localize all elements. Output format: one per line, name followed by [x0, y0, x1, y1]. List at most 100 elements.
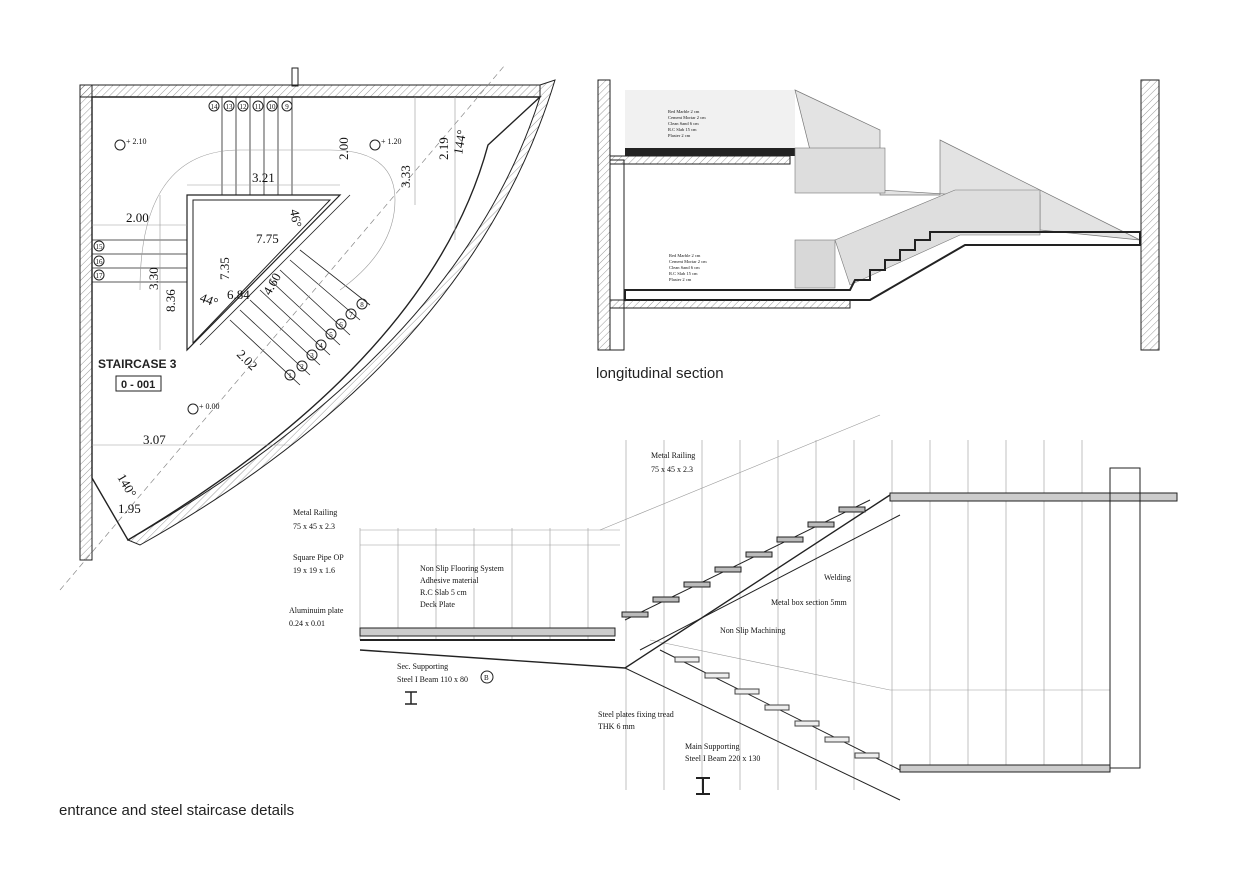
railing-rail	[649, 639, 891, 691]
step-marker: 1	[284, 369, 296, 381]
railing-grid	[359, 414, 1110, 790]
layer-label: R.C Slab 15 cm	[669, 271, 698, 276]
dimension: 3.30	[146, 267, 161, 290]
stair-void	[186, 194, 342, 352]
straight-flights	[92, 97, 293, 283]
label: Metal Railing	[651, 451, 695, 460]
dimension: 3.07	[143, 432, 166, 447]
angle: 140°	[114, 471, 139, 500]
walking-line	[139, 149, 396, 291]
layer-label: Red Marble 2 cm	[669, 253, 701, 258]
dimension: 2.19	[436, 137, 451, 160]
tread	[621, 611, 649, 618]
label: Sec. Supporting	[397, 662, 448, 671]
detail-caption: entrance and steel staircase details	[59, 802, 294, 819]
layer-label: Red Marble 2 cm	[668, 109, 700, 114]
dimension: 7.35	[217, 257, 232, 280]
label: 0.24 x 0.01	[289, 619, 325, 628]
layer-label: Cement Mortar 2 cm	[668, 115, 706, 120]
step-marker: 7	[345, 308, 357, 320]
tread	[683, 581, 711, 588]
step-marker: 5	[325, 328, 337, 340]
step-marker: 3	[306, 349, 318, 361]
step-marker: 12	[237, 100, 249, 112]
dimension: 7.75	[256, 231, 279, 246]
entrance-slab	[359, 627, 616, 637]
label: 75 x 45 x 2.3	[651, 465, 693, 474]
level-markers: + 2.10 + 1.20 + 0.00	[114, 137, 402, 415]
diagonal-flight	[199, 194, 371, 386]
longitudinal-section: Red Marble 2 cm Cement Mortar 2 cm Clean…	[596, 79, 1160, 382]
label: Non Slip Machining	[720, 626, 785, 635]
stringers	[624, 499, 901, 801]
angle: 144°	[450, 129, 469, 156]
tread	[854, 752, 880, 759]
step-number: 13	[226, 103, 234, 111]
step-number: 5	[329, 331, 333, 339]
label: Metal box section 5mm	[771, 598, 848, 607]
layer-label: Clean Sand 6 cm	[669, 265, 700, 270]
step-number: 2	[300, 363, 304, 371]
step-marker: 10	[266, 100, 278, 112]
step-marker: 6	[335, 318, 347, 330]
dimension: 1.95	[118, 501, 141, 516]
i-beam-symbol-icon	[696, 777, 710, 795]
level-marker: + 2.10	[126, 137, 147, 146]
i-beam-symbol-icon	[405, 691, 417, 705]
section-wall-left	[597, 79, 611, 351]
layer-label: Clean Sand 6 cm	[668, 121, 699, 126]
label: Steel plates fixing tread	[598, 710, 674, 719]
layer-label: R.C Slab 15 cm	[668, 127, 697, 132]
step-number: 12	[240, 103, 248, 111]
label: Metal Railing	[293, 508, 337, 517]
label: Main Supporting	[685, 742, 739, 751]
step-number: 8	[360, 301, 364, 309]
layer-label: Cement Mortar 2 cm	[669, 259, 707, 264]
step-number: 9	[285, 103, 289, 111]
step-number: 14	[211, 103, 219, 111]
layer-label: Plaster 2 cm	[669, 277, 692, 282]
label: Welding	[824, 573, 851, 582]
tread	[764, 704, 790, 711]
step-marker: 2	[296, 360, 308, 372]
step-number: 17	[96, 272, 104, 280]
label: Non Slip Flooring System	[420, 564, 505, 573]
section-stair-profile	[624, 231, 1141, 301]
steel-column	[1109, 467, 1141, 769]
dimension: 3.33	[398, 165, 413, 188]
label: Square Pipe OP	[293, 553, 344, 562]
dimension: 2.02	[234, 347, 261, 374]
railing-rail	[599, 414, 881, 531]
tread	[807, 521, 835, 528]
steel-staircase-detail: Metal Railing 75 x 45 x 2.3 Square Pipe …	[59, 414, 1178, 819]
detail-labels: Metal Railing 75 x 45 x 2.3 Square Pipe …	[289, 451, 851, 763]
upper-floor	[625, 148, 795, 156]
label: Deck Plate	[420, 600, 455, 609]
step-number: 7	[349, 311, 353, 319]
label: R.C Slab 5 cm	[420, 588, 467, 597]
lower-layer-labels: Red Marble 2 cm Cement Mortar 2 cm Clean…	[669, 253, 707, 282]
treads	[621, 506, 880, 759]
step-number: 16	[96, 258, 104, 266]
label: Steel I Beam 110 x 80	[397, 675, 468, 684]
tread	[838, 506, 866, 513]
step-number: 6	[339, 321, 343, 329]
step-numbers: 1 2 3 4 5 6 7 8 9 10 11 12 13 14 15 16 1…	[93, 100, 368, 381]
tread	[794, 720, 820, 727]
room-code-box	[115, 375, 162, 392]
stair-void-inner	[192, 199, 332, 345]
dimension: 6.84	[227, 287, 250, 302]
room-code: 0 - 001	[121, 379, 155, 391]
section-wall-right	[1140, 79, 1160, 351]
tread	[704, 672, 730, 679]
tread	[714, 566, 742, 573]
level-marker: + 0.00	[199, 402, 220, 411]
dimension: 2.00	[336, 137, 351, 160]
label: 19 x 19 x 1.6	[293, 566, 335, 575]
step-marker: 9	[281, 100, 293, 112]
label: Adhesive material	[420, 576, 479, 585]
step-marker: 13	[223, 100, 235, 112]
dimension-lines	[92, 97, 456, 446]
angle: 44°	[198, 290, 220, 310]
